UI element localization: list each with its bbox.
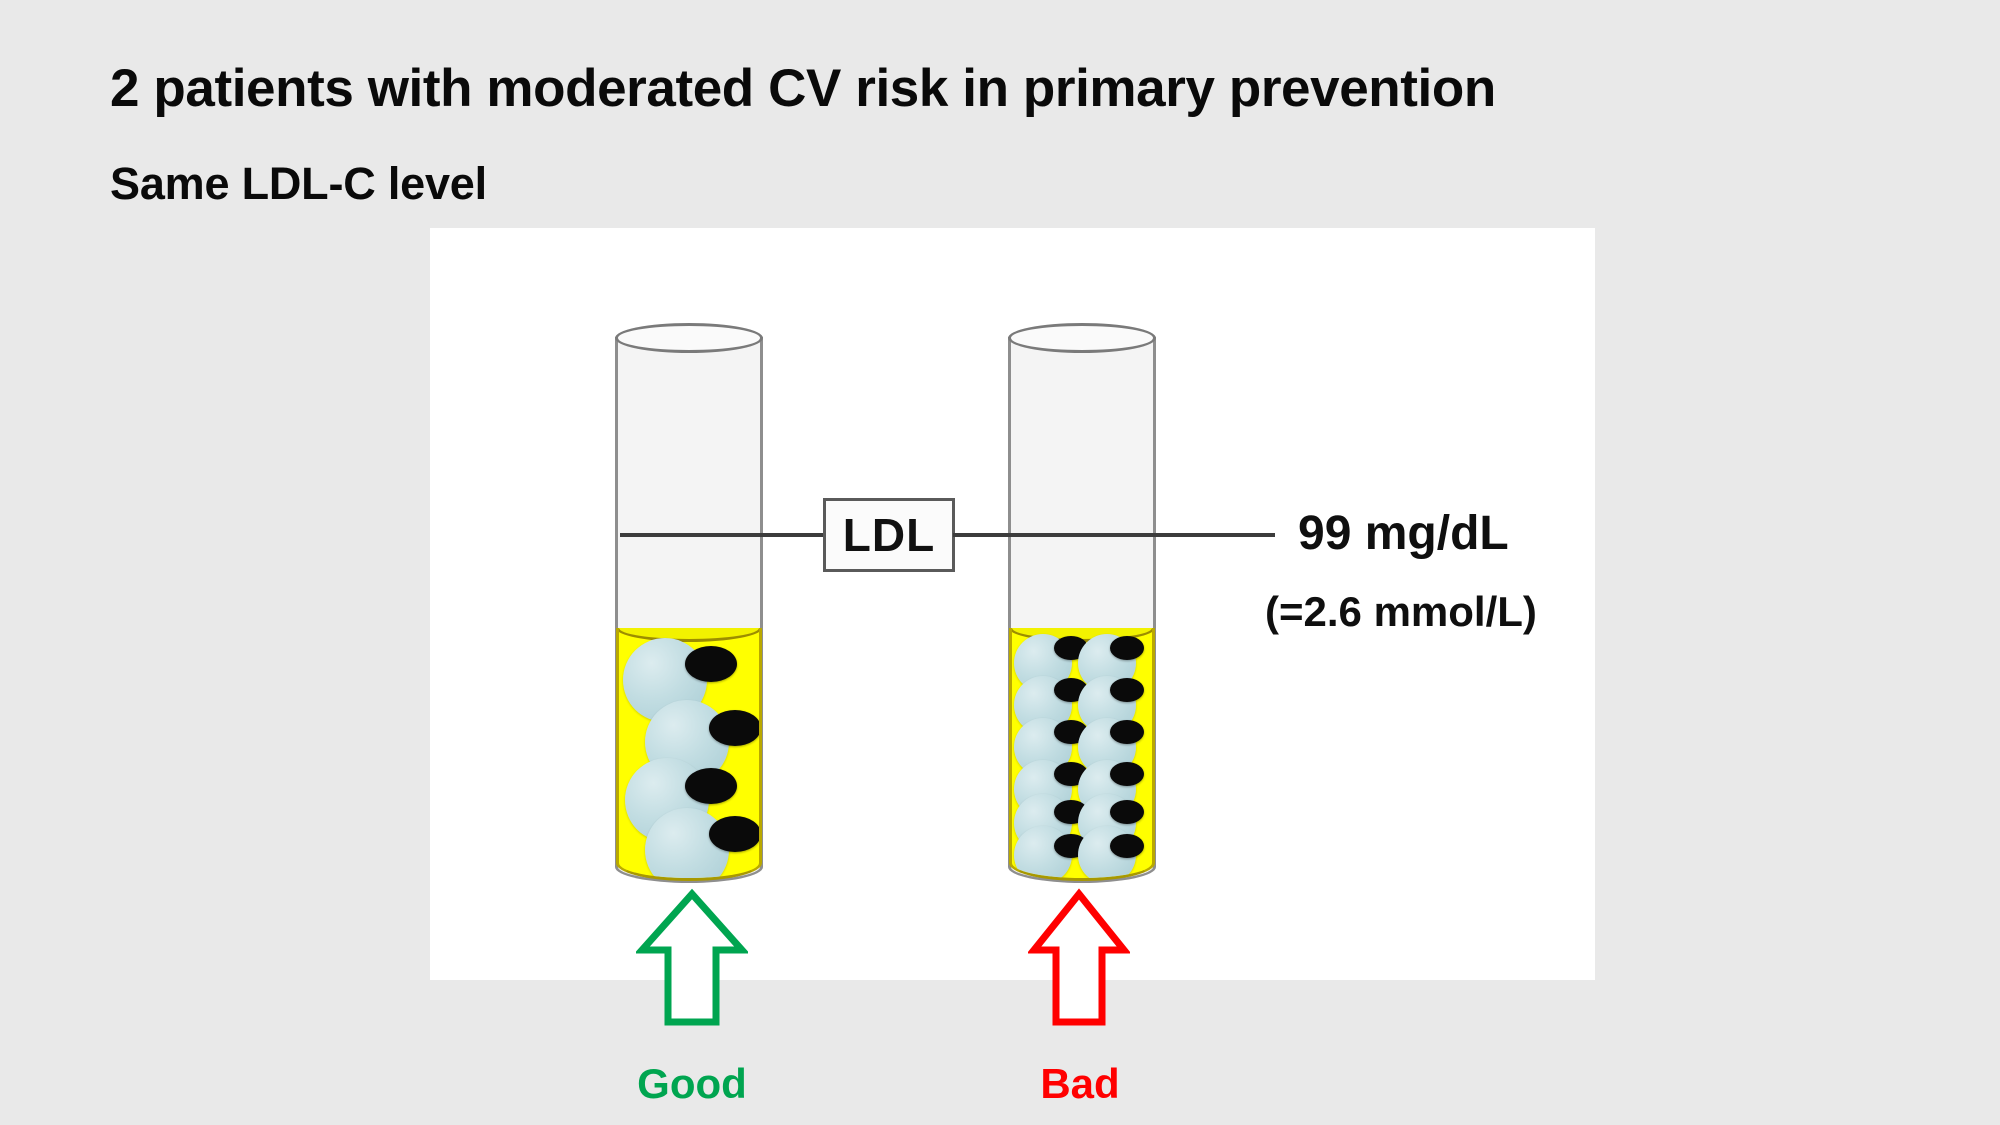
up-arrow-icon bbox=[634, 888, 750, 1026]
left-tube-liquid bbox=[616, 628, 762, 881]
good-arrow-wrap bbox=[634, 888, 750, 1028]
ldl-label-box: LDL bbox=[823, 498, 955, 572]
ldl-connector-line-right bbox=[1013, 533, 1275, 537]
apob-marker bbox=[1110, 834, 1144, 858]
ldl-value-mmol: (=2.6 mmol/L) bbox=[1265, 588, 1537, 635]
bad-arrow-wrap bbox=[1026, 888, 1132, 1028]
apob-marker bbox=[1110, 762, 1144, 786]
ldl-value-mgdl: 99 mg/dL bbox=[1298, 507, 1509, 560]
up-arrow-icon bbox=[1026, 888, 1132, 1026]
ldl-label-text: LDL bbox=[842, 509, 936, 561]
apob-marker bbox=[709, 710, 759, 746]
ldl-connector-line-left bbox=[620, 533, 825, 537]
right-tube-liquid bbox=[1009, 628, 1155, 881]
apob-marker bbox=[685, 768, 737, 804]
left-tube bbox=[615, 323, 763, 883]
right-tube-rim bbox=[1008, 323, 1156, 353]
page-title: 2 patients with moderated CV risk in pri… bbox=[110, 59, 1496, 118]
apob-marker bbox=[1110, 678, 1144, 702]
verdict-label-bad: Bad bbox=[1040, 1060, 1120, 1107]
apob-marker bbox=[685, 646, 737, 682]
figure-panel: LDL 99 mg/dL (=2.6 mmol/L) bbox=[430, 228, 1595, 980]
apob-marker bbox=[1110, 636, 1144, 660]
verdict-label-good: Good bbox=[637, 1060, 747, 1107]
left-tube-rim bbox=[615, 323, 763, 353]
page-subtitle: Same LDL-C level bbox=[110, 158, 487, 209]
left-liquid-surface bbox=[619, 628, 759, 642]
apob-marker bbox=[1110, 800, 1144, 824]
right-tube bbox=[1008, 323, 1156, 883]
apob-marker bbox=[1110, 720, 1144, 744]
apob-marker bbox=[709, 816, 759, 852]
